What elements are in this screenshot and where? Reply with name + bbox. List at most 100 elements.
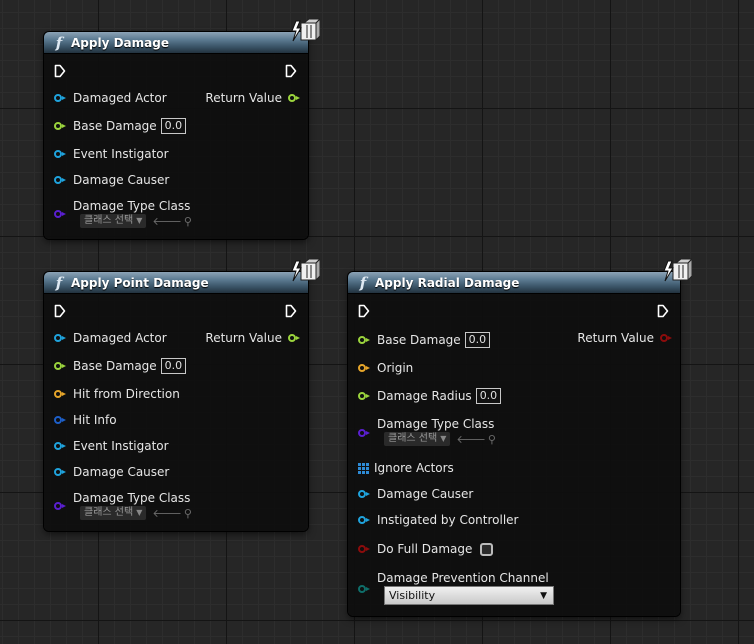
pin-row-damage-type-class-label: Damage Type Class xyxy=(54,490,190,506)
exec-in-pin[interactable] xyxy=(54,64,66,78)
base-damage-input[interactable]: 0.0 xyxy=(464,332,491,348)
pin-row-damaged-actor: Damaged Actor xyxy=(54,330,167,346)
pin-row-base-damage: Base Damage 0.0 xyxy=(54,118,187,134)
base-damage-input[interactable]: 0.0 xyxy=(160,118,187,134)
class-select-dropdown[interactable]: 클래스 선택▼ xyxy=(384,432,451,446)
node-apply-point-damage[interactable]: f Apply Point Damage Damaged Actor Retur… xyxy=(44,272,308,531)
float-output-pin[interactable] xyxy=(288,94,300,102)
class-picker[interactable]: 클래스 선택▼ 🡐 ⚲ xyxy=(80,214,192,228)
pin-label: Damage Radius xyxy=(377,389,472,403)
exec-out-pin[interactable] xyxy=(285,304,297,318)
pin-row-damage-causer: Damage Causer xyxy=(54,464,169,480)
use-selected-arrow-icon[interactable]: 🡐 xyxy=(152,215,182,228)
damage-prevention-channel-dropdown[interactable]: Visibility ▼ xyxy=(384,586,554,605)
float-output-pin[interactable] xyxy=(288,334,300,342)
bool-output-pin[interactable] xyxy=(660,334,672,342)
object-pin[interactable] xyxy=(358,490,370,498)
pin-label: Do Full Damage xyxy=(377,542,473,556)
bool-pin[interactable] xyxy=(358,545,370,553)
node-header[interactable]: f Apply Radial Damage xyxy=(348,272,680,294)
pin-row-return-value: Return Value xyxy=(205,330,300,346)
pin-row-hit-from-direction: Hit from Direction xyxy=(54,386,180,402)
object-pin[interactable] xyxy=(54,442,66,450)
object-pin[interactable] xyxy=(54,176,66,184)
array-pin-icon[interactable] xyxy=(358,462,369,474)
class-select-dropdown[interactable]: 클래스 선택▼ xyxy=(80,506,147,520)
float-pin[interactable] xyxy=(54,362,66,370)
pin-label: Origin xyxy=(377,361,414,375)
chevron-down-icon: ▼ xyxy=(136,508,143,517)
pin-label: Return Value xyxy=(205,91,282,105)
base-damage-input[interactable]: 0.0 xyxy=(160,358,187,374)
authority-only-icon xyxy=(290,257,320,287)
pin-row-ignore-actors: Ignore Actors xyxy=(358,460,454,476)
vector-pin[interactable] xyxy=(358,364,370,372)
class-select-label: 클래스 선택 xyxy=(84,215,134,226)
pin-label: Damage Causer xyxy=(73,465,170,479)
pin-label: Base Damage xyxy=(73,359,157,373)
exec-in-pin[interactable] xyxy=(358,304,370,318)
float-pin[interactable] xyxy=(358,392,370,400)
function-icon: f xyxy=(55,33,63,52)
float-pin[interactable] xyxy=(358,336,370,344)
authority-only-icon xyxy=(662,257,692,287)
pin-label: Damage Causer xyxy=(377,487,474,501)
damage-radius-input[interactable]: 0.0 xyxy=(475,388,502,404)
node-title: Apply Radial Damage xyxy=(375,275,520,290)
pin-label: Damage Type Class xyxy=(377,417,495,431)
function-icon: f xyxy=(55,273,63,292)
pin-label: Damage Type Class xyxy=(73,491,191,505)
function-icon: f xyxy=(359,273,367,292)
float-pin[interactable] xyxy=(54,122,66,130)
node-header[interactable]: f Apply Damage xyxy=(44,32,308,54)
vector-pin[interactable] xyxy=(54,390,66,398)
object-pin[interactable] xyxy=(358,516,370,524)
node-header[interactable]: f Apply Point Damage xyxy=(44,272,308,294)
struct-pin[interactable] xyxy=(54,416,66,424)
pin-row-damage-causer: Damage Causer xyxy=(54,172,169,188)
node-title: Apply Damage xyxy=(71,35,169,50)
pin-row-do-full-damage: Do Full Damage xyxy=(358,541,494,557)
class-picker[interactable]: 클래스 선택▼ 🡐 ⚲ xyxy=(80,506,192,520)
object-pin[interactable] xyxy=(54,468,66,476)
node-apply-radial-damage[interactable]: f Apply Radial Damage Base Damage 0.0 Re… xyxy=(348,272,680,616)
pin-row-base-damage: Base Damage 0.0 xyxy=(358,332,491,348)
exec-out-pin[interactable] xyxy=(657,304,669,318)
class-select-label: 클래스 선택 xyxy=(84,507,134,518)
pin-label: Base Damage xyxy=(377,333,461,347)
chevron-down-icon: ▼ xyxy=(540,590,547,601)
class-pin[interactable] xyxy=(54,502,66,510)
pin-row-damage-causer: Damage Causer xyxy=(358,486,473,502)
pin-label: Hit Info xyxy=(73,413,117,427)
exec-in-pin[interactable] xyxy=(54,304,66,318)
pin-label: Damage Causer xyxy=(73,173,170,187)
use-selected-arrow-icon[interactable]: 🡐 xyxy=(456,433,486,446)
pin-row-damage-prevention-channel-label: Damage Prevention Channel xyxy=(358,570,549,586)
pin-row-damage-type-class-label: Damage Type Class xyxy=(54,198,190,214)
class-pin[interactable] xyxy=(54,210,66,218)
class-select-dropdown[interactable]: 클래스 선택▼ xyxy=(80,214,147,228)
pin-row-event-instigator: Event Instigator xyxy=(54,438,169,454)
enum-pin[interactable] xyxy=(358,585,370,593)
browse-search-icon[interactable]: ⚲ xyxy=(183,506,192,520)
pin-label: Event Instigator xyxy=(73,439,169,453)
node-apply-damage[interactable]: f Apply Damage Damaged Actor Return Valu… xyxy=(44,32,308,239)
pin-label: Instigated by Controller xyxy=(377,513,519,527)
pin-row-instigated-by-controller: Instigated by Controller xyxy=(358,512,519,528)
pin-row-base-damage: Base Damage 0.0 xyxy=(54,358,187,374)
authority-only-icon xyxy=(290,17,320,47)
class-picker[interactable]: 클래스 선택▼ 🡐 ⚲ xyxy=(384,432,496,446)
class-pin[interactable] xyxy=(358,429,370,437)
object-pin[interactable] xyxy=(54,150,66,158)
object-pin[interactable] xyxy=(54,334,66,342)
do-full-damage-checkbox[interactable] xyxy=(480,542,494,556)
use-selected-arrow-icon[interactable]: 🡐 xyxy=(152,507,182,520)
browse-search-icon[interactable]: ⚲ xyxy=(487,432,496,446)
exec-out-pin[interactable] xyxy=(285,64,297,78)
node-title: Apply Point Damage xyxy=(71,275,209,290)
chevron-down-icon: ▼ xyxy=(440,434,447,443)
object-pin[interactable] xyxy=(54,94,66,102)
pin-label: Return Value xyxy=(577,331,654,345)
browse-search-icon[interactable]: ⚲ xyxy=(183,214,192,228)
class-select-label: 클래스 선택 xyxy=(388,433,438,444)
